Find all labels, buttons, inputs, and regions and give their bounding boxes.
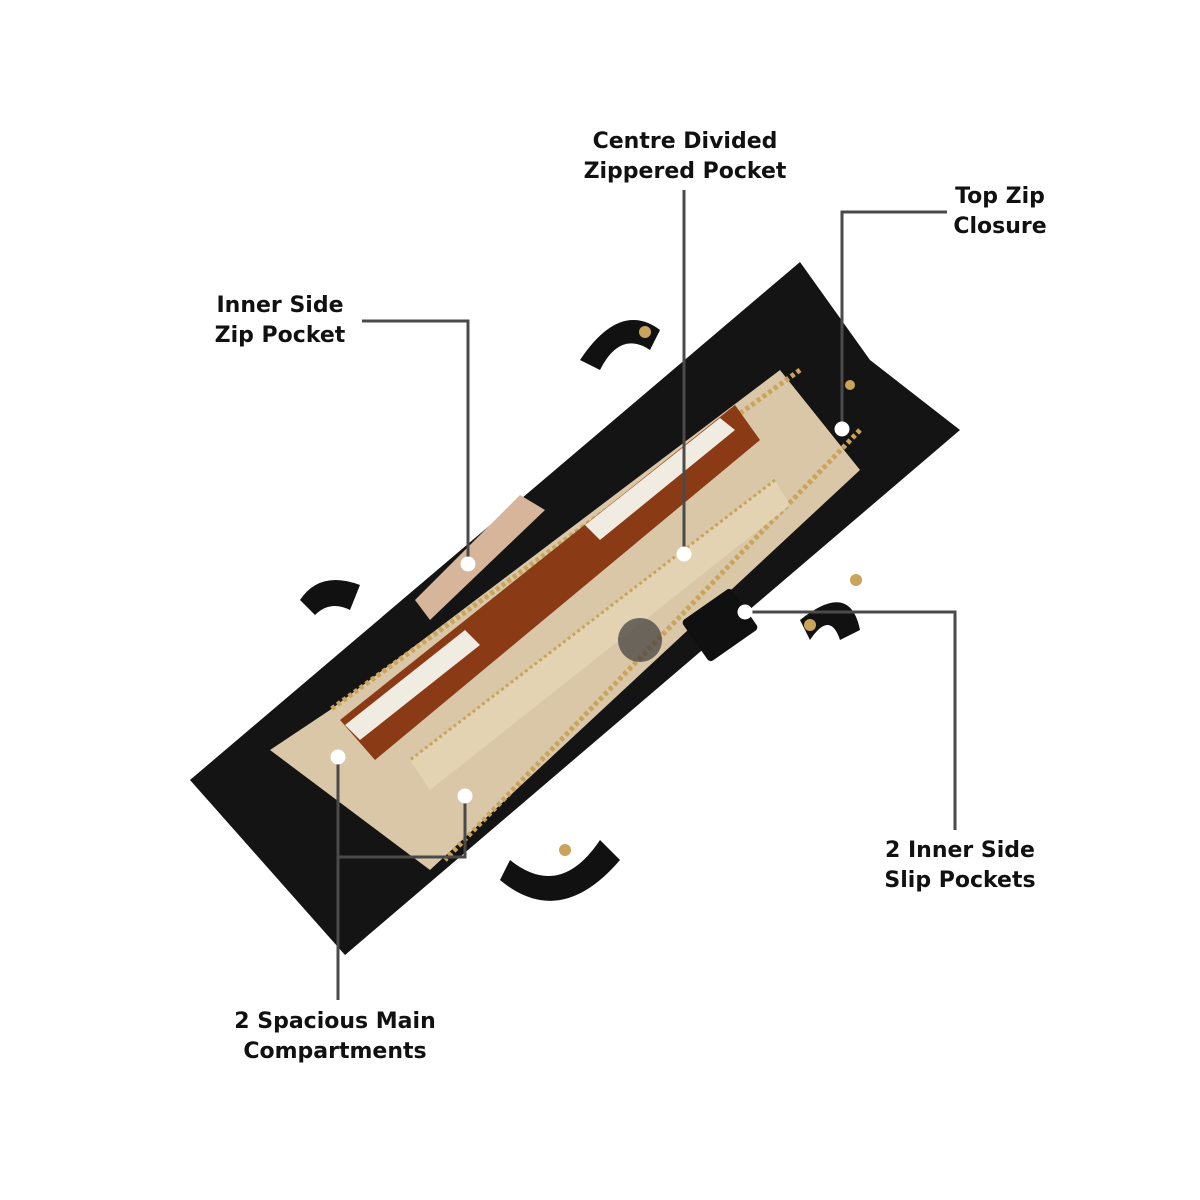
glass-item	[618, 618, 662, 662]
hardware-stud	[639, 326, 651, 338]
phone	[415, 495, 545, 620]
centre-pouch	[410, 480, 790, 790]
zipper-left	[328, 367, 802, 713]
bottom-handle	[500, 840, 620, 901]
callout-dot-inner-side-zip	[460, 556, 476, 572]
bag-lining	[270, 370, 860, 870]
callout-dot-top-zip	[834, 421, 850, 437]
callout-dot-slip-pockets	[737, 604, 753, 620]
label-centre-divided-zippered-pocket: Centre Divided Zippered Pocket	[583, 129, 787, 184]
hardware-stud	[559, 844, 571, 856]
zipper-right	[443, 428, 862, 862]
notebook-pages-top	[585, 418, 735, 540]
hardware-stud	[850, 574, 862, 586]
callout-line-slip-pockets	[745, 610, 957, 830]
perfume-bottle	[682, 588, 758, 662]
callout-line-inner-side-zip	[362, 319, 470, 563]
notebook-pages-bottom	[345, 630, 480, 740]
label-top-zip-closure: Top Zip Closure	[953, 184, 1047, 239]
centre-pouch-zip	[409, 478, 776, 762]
left-handle-strap	[300, 580, 360, 615]
label-inner-side-slip-pockets: 2 Inner Side Slip Pockets	[884, 838, 1036, 893]
label-spacious-main-compartments: 2 Spacious Main Compartments	[234, 1009, 436, 1064]
callout-dots	[330, 421, 850, 804]
label-inner-side-zip-pocket: Inner Side Zip Pocket	[214, 293, 346, 348]
callout-line-top-zip	[840, 210, 947, 428]
callout-dot-main-compartment-right	[457, 788, 473, 804]
callout-dot-main-compartment-left	[330, 749, 346, 765]
callout-lines	[336, 190, 957, 1000]
handbag	[190, 262, 960, 955]
callout-line-main-compartments-branch	[338, 798, 467, 859]
hardware-stud	[804, 619, 816, 631]
callout-dot-centre-pocket	[676, 546, 692, 562]
zip-pull	[845, 380, 855, 390]
